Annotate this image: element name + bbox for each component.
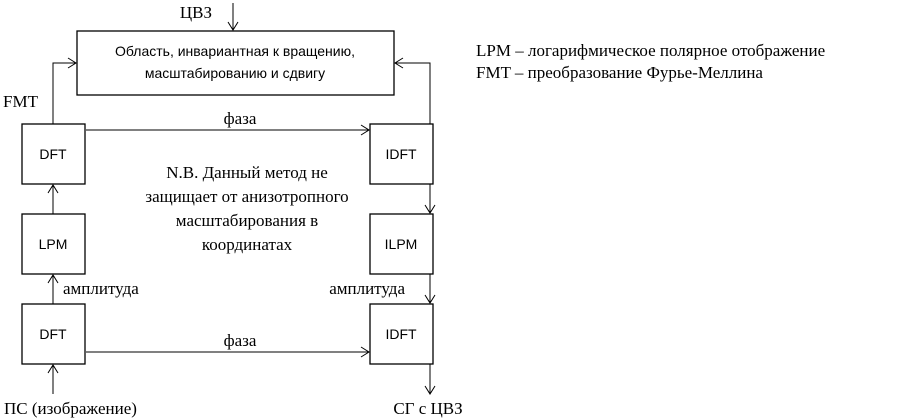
lpm-label: LPM bbox=[39, 236, 68, 252]
note-line3: масштабирования в bbox=[176, 211, 318, 230]
dft-top-label: DFT bbox=[39, 146, 67, 162]
domain-to-idft-arrow bbox=[395, 62, 431, 124]
legend-lpm: LPM – логарифмическое полярное отображен… bbox=[476, 41, 825, 60]
idft-bottom-label: IDFT bbox=[385, 326, 417, 342]
amplitude-left-label: амплитуда bbox=[63, 279, 139, 298]
fmt-label: FMT bbox=[3, 92, 39, 111]
note-line1: N.B. Данный метод не bbox=[166, 163, 328, 182]
phase-bottom-label: фаза bbox=[224, 331, 257, 350]
idft-top-label: IDFT bbox=[385, 146, 417, 162]
output-label: СГ с ЦВЗ bbox=[393, 399, 462, 418]
dft-bottom-label: DFT bbox=[39, 326, 67, 342]
ilpm-box bbox=[369, 213, 434, 275]
fmt-to-domain-arrow bbox=[52, 62, 76, 124]
invariant-domain-line1: Область, инвариантная к вращению, bbox=[115, 43, 355, 59]
dft-top-box bbox=[21, 123, 86, 185]
watermark-input-label: ЦВЗ bbox=[180, 3, 212, 22]
note-line4: координатах bbox=[202, 235, 293, 254]
invariant-domain-line2: масштабированию и сдвигу bbox=[145, 65, 325, 81]
invariant-domain-box bbox=[76, 30, 395, 96]
idft-top-box bbox=[369, 123, 434, 185]
image-input-label: ПС (изображение) bbox=[4, 399, 137, 418]
legend-fmt: FMT – преобразование Фурье-Меллина bbox=[476, 63, 763, 82]
ilpm-label: ILPM bbox=[385, 236, 418, 252]
phase-top-label: фаза bbox=[224, 109, 257, 128]
lpm-box bbox=[21, 213, 86, 275]
idft-bottom-box bbox=[369, 303, 434, 365]
note-line2: защищает от анизотропного bbox=[145, 187, 348, 206]
amplitude-right-label: амплитуда bbox=[329, 279, 405, 298]
